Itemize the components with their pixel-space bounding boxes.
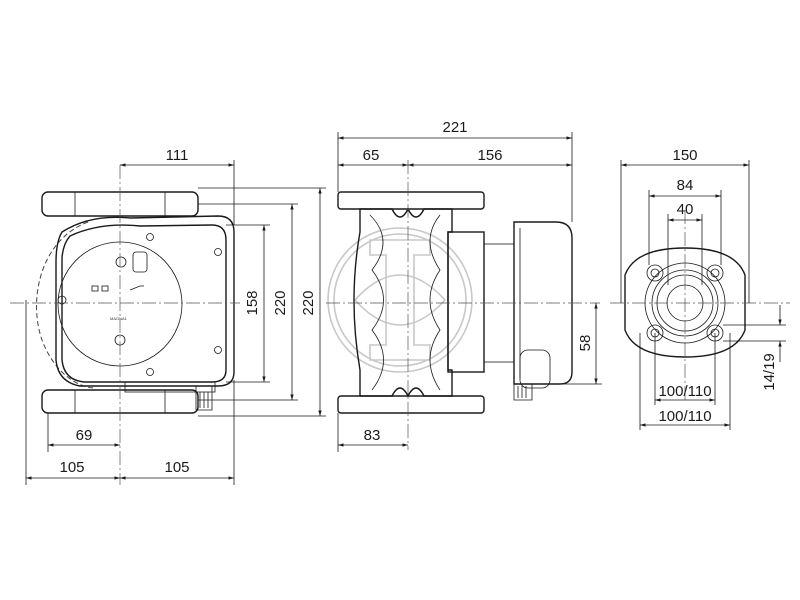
dim-flange-base-b: 100/110 (658, 408, 711, 425)
brand-label: MAGNA1 (110, 316, 128, 321)
dim-side-bottom: 83 (364, 427, 381, 444)
dim-front-bottom-b: 105 (164, 459, 189, 476)
dim-front-top: 111 (166, 147, 189, 164)
dim-front-bottom-left: 69 (76, 427, 93, 444)
dim-flange-outer: 150 (672, 147, 697, 164)
dim-flange-hole: 14/19 (761, 353, 778, 391)
front-view: MAGNA1 (10, 165, 240, 485)
side-view (326, 160, 600, 450)
watermark-logo (327, 227, 473, 373)
flange-view (610, 210, 790, 400)
dim-front-bottom-a: 105 (59, 459, 84, 476)
front-view-dimensions: 111 69 105 105 158 220 220 (25, 147, 326, 485)
dim-flange-bore: 40 (677, 201, 694, 218)
dim-flange-bolt: 84 (677, 177, 694, 194)
dim-side-overall: 221 (442, 119, 467, 136)
dim-side-b: 156 (477, 147, 502, 164)
dim-side-a: 65 (363, 147, 380, 164)
dim-front-right-b: 220 (272, 290, 289, 315)
side-view-dimensions: 221 65 156 83 58 (337, 119, 602, 452)
dim-front-right-c: 220 (300, 290, 317, 315)
dim-side-right: 58 (577, 335, 594, 352)
flange-view-dimensions: 150 84 40 100/110 100/110 14/19 (620, 147, 786, 430)
dim-front-right-a: 158 (244, 290, 261, 315)
dim-flange-base-a: 100/110 (658, 383, 711, 400)
